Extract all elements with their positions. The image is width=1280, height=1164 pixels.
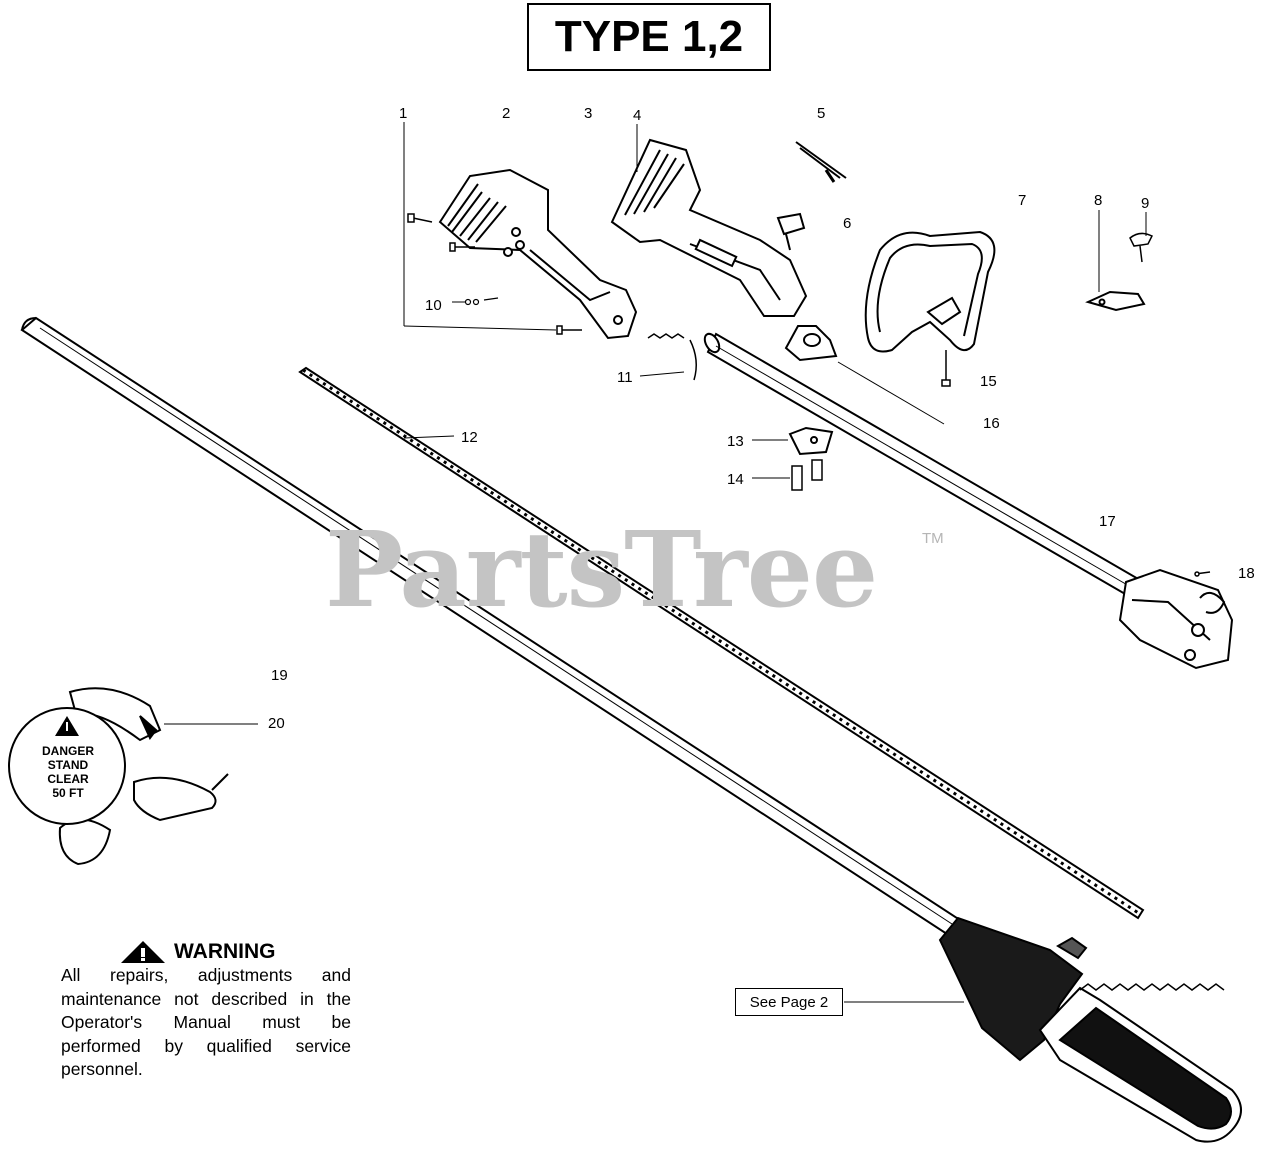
danger-decal: [8, 707, 126, 825]
trademark-mark: TM: [922, 530, 944, 547]
warning-heading: WARNING: [120, 940, 276, 964]
screw-18[interactable]: [1194, 571, 1211, 577]
leader-lines: [164, 122, 1147, 1003]
callout-11[interactable]: 11: [617, 369, 633, 386]
nut-10[interactable]: [464, 297, 499, 306]
handle-half-left[interactable]: [438, 168, 638, 340]
callout-16[interactable]: 16: [983, 415, 1000, 432]
chainsaw-head[interactable]: [938, 916, 1242, 1143]
callout-5[interactable]: 5: [817, 105, 826, 122]
callout-4[interactable]: 4: [633, 107, 642, 124]
callout-15[interactable]: 15: [980, 373, 997, 390]
callout-17[interactable]: 17: [1099, 513, 1116, 530]
gear-head[interactable]: [1118, 568, 1234, 670]
harness-strap-20[interactable]: [58, 687, 229, 866]
throttle-trigger-6[interactable]: [776, 212, 806, 251]
spring-11[interactable]: [647, 333, 697, 381]
handle-half-right[interactable]: [610, 138, 808, 317]
clip-9[interactable]: [1129, 232, 1154, 263]
bolt-14[interactable]: [791, 459, 823, 491]
warning-triangle-icon: [121, 941, 165, 963]
callout-2[interactable]: 2: [502, 105, 511, 122]
callout-10[interactable]: 10: [425, 297, 442, 314]
callout-19[interactable]: 19: [271, 667, 288, 684]
decal-line-3: CLEAR: [47, 772, 89, 786]
watermark-text: PartsTree: [325, 508, 878, 631]
upper-tube[interactable]: [702, 331, 1142, 600]
clamp-13[interactable]: [788, 426, 834, 456]
callout-1[interactable]: 1: [399, 105, 408, 122]
callout-18[interactable]: 18: [1238, 565, 1255, 582]
warning-body: All repairs, adjustments and maintenance…: [61, 965, 351, 1079]
callout-7[interactable]: 7: [1018, 192, 1027, 209]
bolt-15[interactable]: [941, 350, 951, 387]
callout-9[interactable]: 9: [1141, 195, 1150, 212]
loop-handle-7[interactable]: [864, 230, 996, 353]
throttle-cable-5[interactable]: [795, 141, 847, 183]
callout-20[interactable]: 20: [268, 715, 285, 732]
warning-heading-text: WARNING: [174, 940, 276, 963]
decal-line-4: 50 FT: [52, 786, 84, 800]
bracket-8[interactable]: [1085, 290, 1146, 312]
type-title: TYPE 1,2: [527, 3, 771, 71]
see-page-2-link[interactable]: See Page 2: [735, 988, 843, 1016]
callout-14[interactable]: 14: [727, 471, 744, 488]
clamp-16[interactable]: [784, 325, 838, 362]
callout-12[interactable]: 12: [461, 429, 478, 446]
drive-cable[interactable]: [298, 366, 1145, 920]
decal-line-1: DANGER: [41, 744, 94, 758]
screw-1[interactable]: [407, 213, 582, 335]
callout-8[interactable]: 8: [1094, 192, 1103, 209]
callout-6[interactable]: 6: [843, 215, 852, 232]
callout-13[interactable]: 13: [727, 433, 744, 450]
callout-3[interactable]: 3: [584, 105, 593, 122]
danger-decal-text: DANGER STAND CLEAR 50 FT: [23, 744, 113, 800]
decal-line-2: STAND: [47, 758, 89, 772]
